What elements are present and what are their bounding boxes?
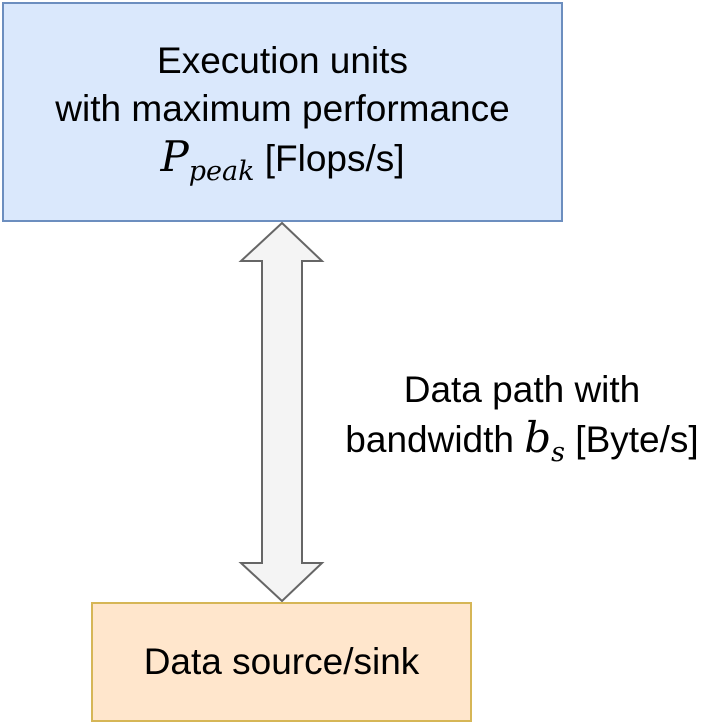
peak-unit: [Flops/s] (264, 138, 405, 179)
data-path-title: Data path with (403, 369, 641, 410)
peak-symbol: P (160, 132, 189, 181)
peak-performance-formula: Ppeak [Flops/s] (160, 132, 405, 188)
bandwidth-subscript: s (551, 437, 566, 468)
execution-units-title: Execution units (157, 40, 408, 81)
bandwidth-symbol: b (524, 413, 552, 462)
execution-units-box: Execution units with maximum performance… (2, 2, 563, 222)
execution-units-subtitle: with maximum performance (55, 88, 510, 129)
data-source-sink-box: Data source/sink (91, 602, 472, 722)
data-path-label: Data path with bandwidth bs [Byte/s] (322, 366, 722, 468)
bandwidth-formula: bandwidth bs [Byte/s] (322, 413, 722, 469)
data-path-arrow-shape (238, 221, 325, 603)
bandwidth-word: bandwidth (345, 419, 514, 460)
data-source-sink-label: Data source/sink (143, 641, 420, 682)
bandwidth-unit: [Byte/s] (575, 419, 699, 460)
peak-subscript: peak (188, 156, 255, 187)
